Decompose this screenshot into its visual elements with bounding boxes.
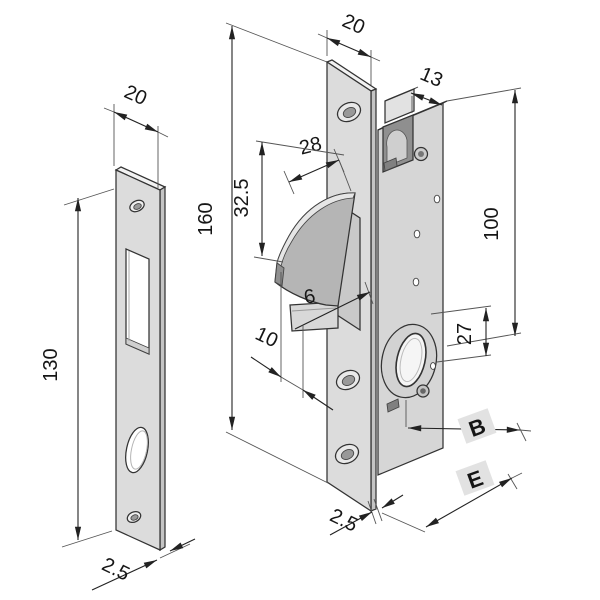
entry-label-box	[455, 460, 495, 496]
backset-label-box	[457, 408, 497, 444]
case-hole-3	[412, 277, 420, 287]
strike-plate-screw-hole-top	[129, 199, 145, 213]
case-slot-hole-top	[383, 157, 398, 172]
strike-plate	[114, 166, 167, 552]
faceplate-hole-top	[336, 101, 362, 123]
strike-plate-screw-hole-bottom	[126, 510, 142, 524]
case-hole-1	[433, 194, 441, 204]
strike-plate-face	[115, 169, 161, 551]
case-slot-hole-bottom	[386, 398, 400, 413]
dim-faceplate-width: 20	[339, 10, 368, 39]
dim-hook-offset: 10	[252, 323, 281, 352]
dim-hook-width: 28	[297, 133, 324, 160]
dim-hook-height: 32.5	[231, 179, 253, 218]
dim-faceplate-thickness: 2.5	[326, 505, 361, 537]
faceplate-hole-mid	[335, 369, 361, 391]
strike-plate-bolt-cutout	[125, 248, 150, 355]
case-screw-bottom	[416, 384, 430, 398]
oval-cylinder	[380, 323, 438, 399]
strike-plate-side-edge	[159, 185, 166, 552]
bracket-wall	[384, 88, 415, 124]
dim-case-depth: 13	[417, 63, 446, 92]
faceplate-hole-bottom	[334, 443, 360, 465]
strike-plate-cylinder-slot	[125, 426, 149, 474]
dim-cylinder-offset: 27	[454, 323, 476, 345]
case-screw-top	[413, 146, 429, 162]
dim-case-height: 100	[481, 207, 503, 240]
lock-assembly	[274, 59, 448, 513]
dim-faceplate-height: 160	[195, 202, 217, 235]
case-hole-4	[430, 362, 436, 370]
dim-strike-height: 130	[40, 348, 62, 381]
case-hole-2	[413, 229, 421, 239]
case-top-recess	[382, 114, 414, 173]
dim-strike-width: 20	[121, 81, 150, 110]
dim-strike-thickness: 2.5	[98, 554, 133, 586]
hook-bolt	[274, 192, 356, 307]
dim-hook-step: 6	[302, 285, 317, 309]
